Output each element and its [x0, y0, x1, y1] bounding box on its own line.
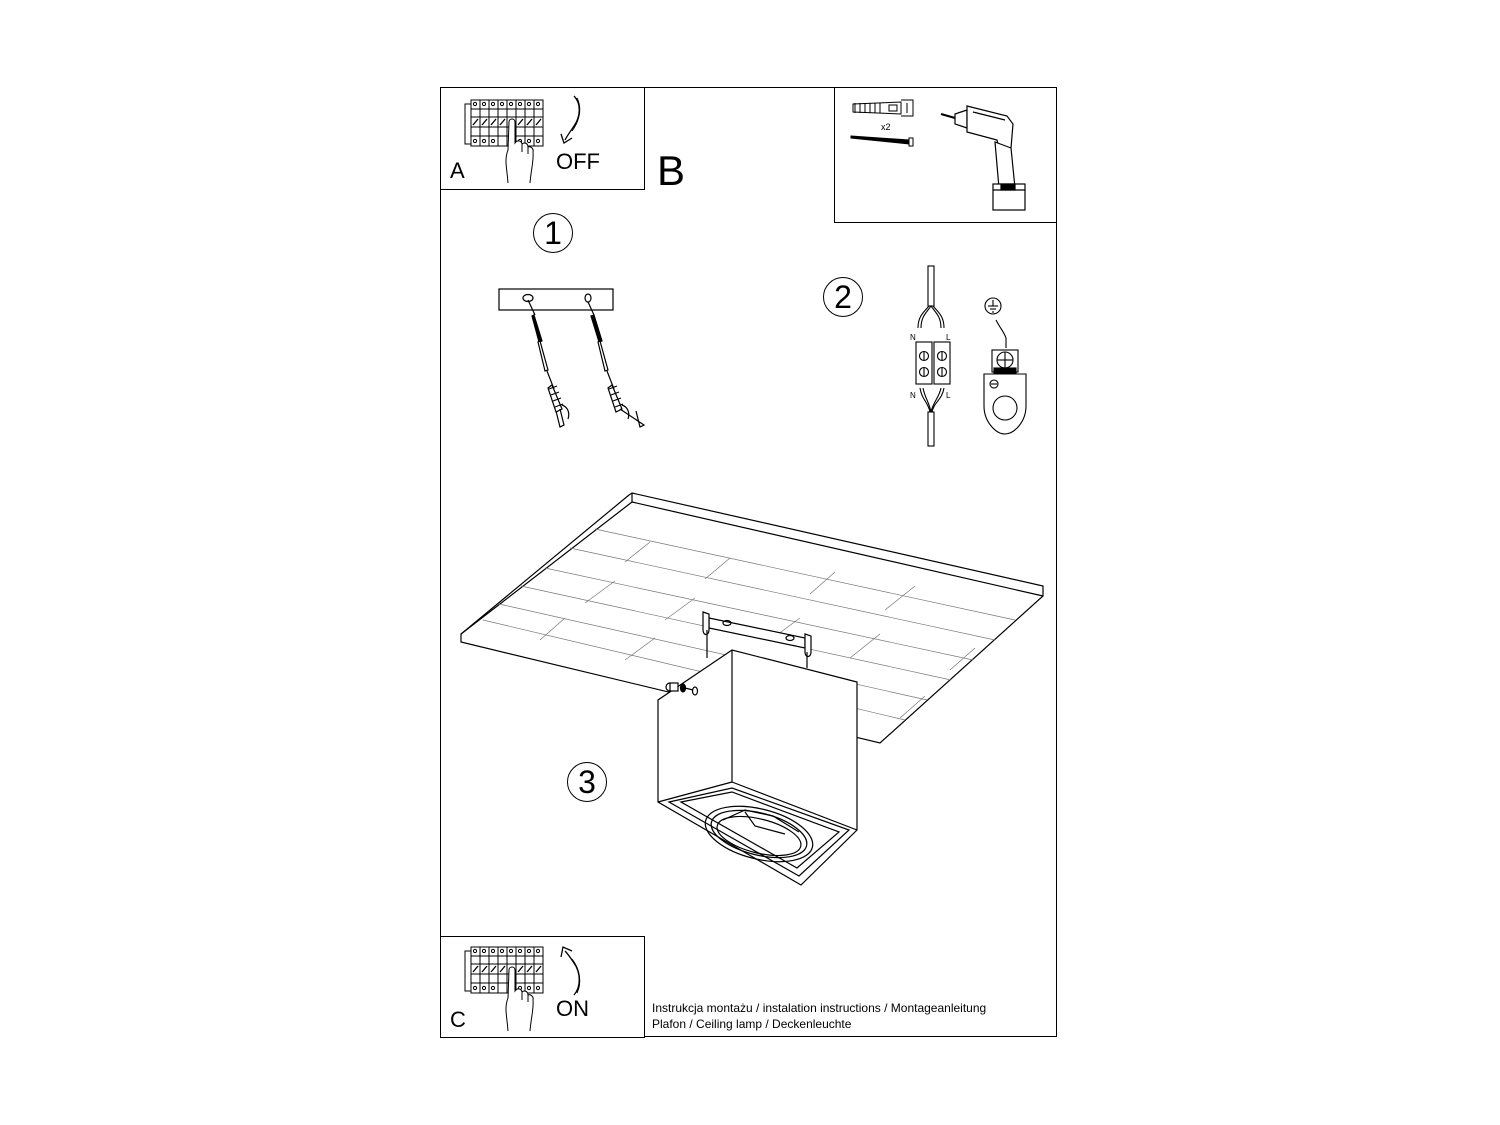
power-off-label: OFF — [556, 149, 600, 174]
panel-a-power-off: A OFF — [440, 87, 645, 190]
panel-c-letter: C — [450, 1007, 466, 1032]
instruction-sheet-frame — [440, 87, 1057, 1037]
screw-icon — [850, 135, 914, 147]
caption-product-name: Plafon / Ceiling lamp / Deckenleuchte — [652, 1017, 852, 1031]
caption-instructions-title: Instrukcja montażu / instalation instruc… — [652, 1001, 987, 1015]
power-on-label: ON — [556, 996, 589, 1021]
step-3-number: 3 — [567, 762, 607, 802]
wire-label-live-top: L — [946, 333, 951, 342]
wall-plug-icon — [852, 99, 914, 117]
ceiling-lamp-mounting-icon — [460, 492, 1044, 886]
wiring-terminal-icon — [915, 265, 951, 447]
wire-label-neutral-bottom: N — [910, 391, 916, 400]
wire-label-live-bottom: L — [946, 391, 951, 400]
panel-c-power-on: C ON — [440, 936, 645, 1038]
required-tools-panel: x2 — [834, 87, 1057, 223]
section-b-letter: B — [657, 147, 686, 194]
step-1-number: 1 — [533, 213, 573, 253]
drill-icon — [940, 105, 1026, 211]
circuit-breaker-on-icon — [464, 946, 581, 1032]
panel-a-letter: A — [450, 158, 465, 183]
ground-terminal-icon — [983, 297, 1027, 435]
step-2-number: 2 — [823, 277, 863, 317]
circuit-breaker-off-icon — [464, 95, 581, 184]
wire-label-neutral-top: N — [910, 333, 916, 342]
mounting-bracket-screws-icon — [498, 288, 646, 428]
wall-plug-quantity: x2 — [881, 122, 891, 132]
